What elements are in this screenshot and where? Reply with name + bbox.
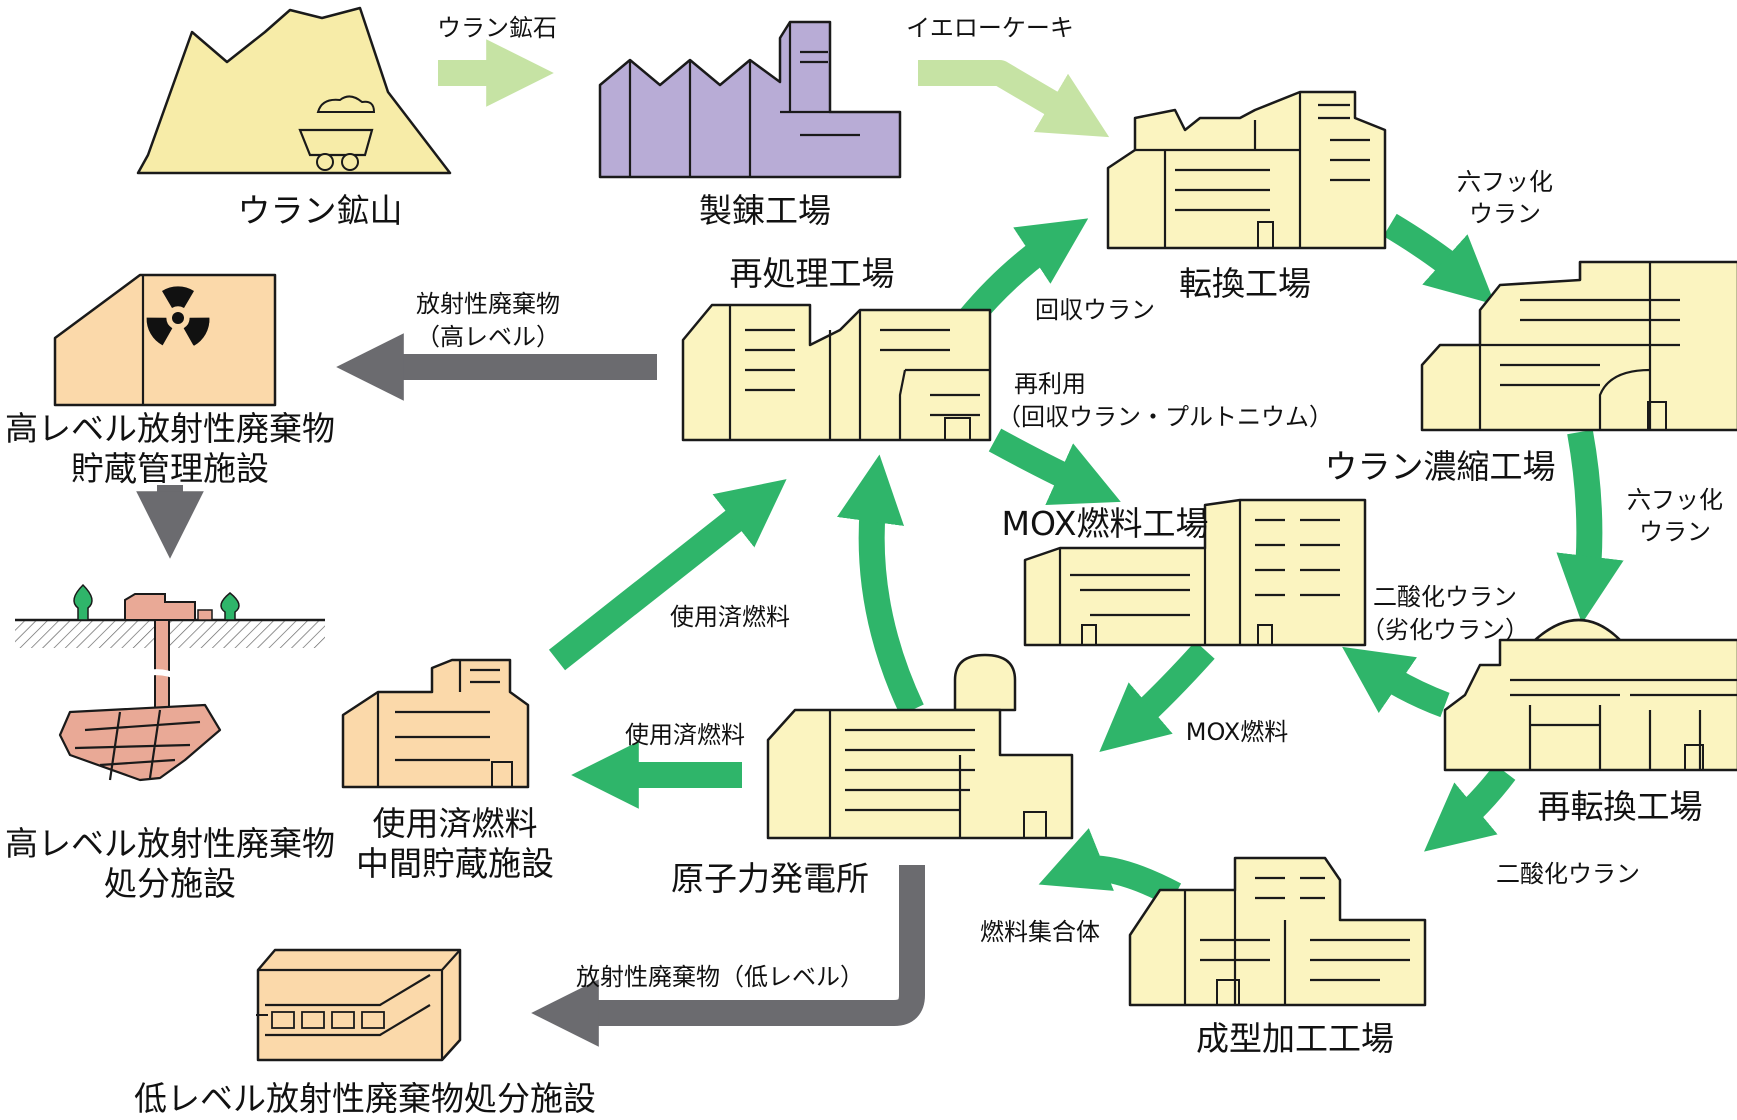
- label-hlw-line1: 放射性廃棄物: [416, 290, 560, 318]
- label-interim-storage-2: 中間貯蔵施設: [356, 844, 554, 883]
- label-fabrication: 成型加工工場: [1196, 1019, 1394, 1058]
- uranium-mine: [136, 6, 452, 175]
- fabrication-plant: [1128, 856, 1427, 1007]
- arrow-yellowcake: [918, 60, 1110, 138]
- cycle-arrows: [548, 213, 1624, 907]
- label-depleted-line2: （劣化ウラン）: [1361, 616, 1529, 644]
- arrow-power-to-reprocessing: [837, 454, 924, 716]
- label-mox-plant: MOX燃料工場: [1002, 504, 1209, 543]
- label-fuel-assembly: 燃料集合体: [980, 918, 1100, 946]
- arrow-reprocessing-to-conversion: [960, 218, 1089, 327]
- label-depleted-line1: 二酸化ウラン: [1373, 583, 1517, 611]
- label-uf6-1-line2: ウラン: [1469, 200, 1541, 228]
- mox-fuel-plant: [1023, 498, 1367, 647]
- label-yellowcake: イエローケーキ: [906, 14, 1074, 42]
- arrow-reconversion-to-mox: [1342, 646, 1450, 718]
- tree-icon: [73, 583, 240, 621]
- label-recovered-uranium: 回収ウラン: [1035, 296, 1155, 324]
- label-reuse-line1: 再利用: [1014, 370, 1086, 398]
- arrow-enrichment-to-reconversion: [1556, 429, 1624, 624]
- label-spent-fuel-storage: 使用済燃料: [625, 721, 745, 749]
- label-uo2: 二酸化ウラン: [1496, 860, 1640, 888]
- label-hlw-line2: （高レベル）: [416, 323, 560, 351]
- radiation-icon: [146, 286, 210, 346]
- label-uranium-ore: ウラン鉱石: [437, 14, 557, 42]
- arrow-reprocessing-to-mox: [988, 428, 1121, 505]
- facility-labels: ウラン鉱山 製錬工場 転換工場 ウラン濃縮工場 再転換工場 成型加工工場 MOX…: [5, 191, 1703, 1118]
- power-plant: [766, 653, 1074, 840]
- enrichment-plant: [1420, 260, 1737, 432]
- label-uf6-2-line2: ウラン: [1639, 518, 1711, 546]
- label-reconversion: 再転換工場: [1538, 787, 1703, 826]
- label-llw-disposal: 低レベル放射性廃棄物処分施設: [134, 1079, 596, 1118]
- label-llw: 放射性廃棄物（低レベル）: [576, 963, 864, 991]
- label-enrichment: ウラン濃縮工場: [1325, 447, 1556, 486]
- reconversion-plant: [1443, 618, 1737, 772]
- hlw-disposal-facility: [15, 583, 325, 782]
- hlw-storage-building: [53, 273, 277, 407]
- supply-arrows: [438, 39, 1110, 138]
- label-hlw-disposal-2: 処分施設: [104, 864, 236, 903]
- label-power-plant: 原子力発電所: [671, 859, 869, 898]
- label-reuse-line2: （回収ウラン・プルトニウム）: [997, 403, 1333, 431]
- flow-labels: ウラン鉱石 イエローケーキ 六フッ化 ウラン 六フッ化 ウラン 二酸化ウラン （…: [416, 14, 1723, 991]
- mine-cart-icon: [298, 95, 376, 171]
- label-refinery: 製錬工場: [699, 191, 831, 230]
- label-interim-storage-1: 使用済燃料: [373, 804, 538, 843]
- label-mine: ウラン鉱山: [238, 191, 403, 230]
- label-mox-fuel: MOX燃料: [1186, 718, 1289, 746]
- arrow-storage-to-reprocessing: [548, 479, 787, 671]
- arrow-reconversion-to-fabrication: [1424, 764, 1516, 852]
- arrow-mox-to-power: [1099, 641, 1215, 752]
- label-spent-fuel-reprocess: 使用済燃料: [670, 603, 790, 631]
- llw-disposal-building: [256, 948, 462, 1062]
- label-conversion: 転換工場: [1179, 264, 1311, 303]
- conversion-plant: [1106, 90, 1387, 250]
- label-hlw-storage-2: 貯蔵管理施設: [71, 449, 269, 488]
- label-uf6-2-line1: 六フッ化: [1627, 486, 1723, 514]
- label-hlw-storage-1: 高レベル放射性廃棄物: [5, 409, 335, 448]
- arrow-fabrication-to-power: [1038, 828, 1182, 907]
- label-uf6-1-line1: 六フッ化: [1457, 168, 1553, 196]
- refinery-building: [598, 20, 902, 179]
- reprocessing-plant: [681, 303, 992, 442]
- arrow-conversion-to-enrichment: [1383, 213, 1496, 305]
- waste-arrows: [136, 333, 925, 1047]
- arrow-llw: [531, 865, 925, 1047]
- label-reprocessing: 再処理工場: [730, 254, 895, 293]
- label-hlw-disposal-1: 高レベル放射性廃棄物: [5, 824, 335, 863]
- interim-storage-building: [341, 658, 530, 789]
